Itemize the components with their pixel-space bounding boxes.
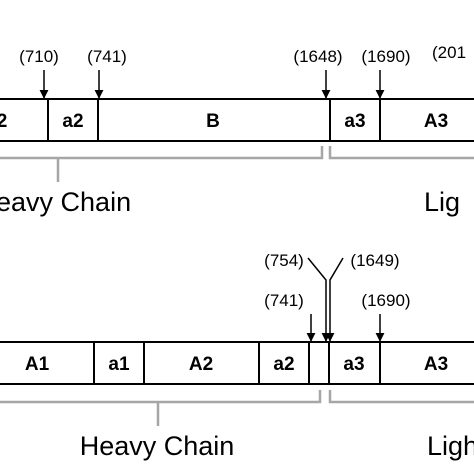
bottom-domain-label-a1: a1 [108, 354, 130, 375]
top-domain-label-A3: A3 [424, 111, 448, 132]
top-domain-a2 [47, 98, 99, 142]
top-domain-a1 [0, 98, 49, 142]
bottom-arrow-754 [307, 257, 331, 342]
top-heavy-chain-brace [0, 146, 324, 182]
bottom-domain-b-remnant [308, 341, 330, 385]
top-panel: (710) (741) (1648) (1690) (201 2 a2 B a3… [0, 43, 474, 217]
top-light-chain-label: Lig [424, 187, 460, 217]
bottom-site-1690: (1690) [361, 291, 410, 310]
top-domain-label-a3: a3 [344, 111, 365, 132]
bottom-heavy-chain-label: Heavy Chain [80, 431, 235, 461]
bottom-light-chain-brace [328, 390, 474, 404]
bottom-heavy-chain-brace [0, 390, 322, 426]
top-domain-label-b: B [206, 111, 220, 132]
bottom-site-1649: (1649) [350, 251, 399, 270]
bottom-domain-a3 [328, 341, 381, 385]
top-domain-label-a1: 2 [0, 111, 7, 132]
top-site-710: (710) [19, 47, 59, 66]
bottom-light-chain-label: Ligh [427, 431, 474, 461]
top-light-chain-brace [328, 146, 474, 160]
bottom-domain-label-a2: a2 [273, 354, 294, 375]
top-domain-b [97, 98, 331, 142]
top-domain-label-a2: a2 [62, 111, 83, 132]
bottom-domain-label-A3: A3 [424, 354, 448, 375]
top-site-201x: (201 [432, 43, 466, 62]
top-site-1690: (1690) [361, 47, 410, 66]
bottom-site-741: (741) [264, 291, 304, 310]
bottom-domain-label-a3: a3 [343, 354, 364, 375]
bottom-site-754: (754) [264, 251, 304, 270]
bottom-domain-label-A1: A1 [25, 354, 50, 375]
top-heavy-chain-label: eavy Chain [0, 187, 131, 217]
bottom-domain-A3 [379, 341, 474, 385]
top-domain-A3 [379, 98, 474, 142]
bottom-domain-A2 [143, 341, 260, 385]
bottom-domain-a2 [258, 341, 310, 385]
bottom-arrow-1649 [325, 257, 344, 342]
top-site-1648: (1648) [293, 47, 342, 66]
bottom-domain-A1 [0, 341, 95, 385]
bottom-panel: (754) (1649) (741) (1690) A1 a1 A2 a2 a3… [0, 251, 474, 461]
top-site-741: (741) [87, 47, 127, 66]
bottom-domain-label-A2: A2 [189, 354, 213, 375]
